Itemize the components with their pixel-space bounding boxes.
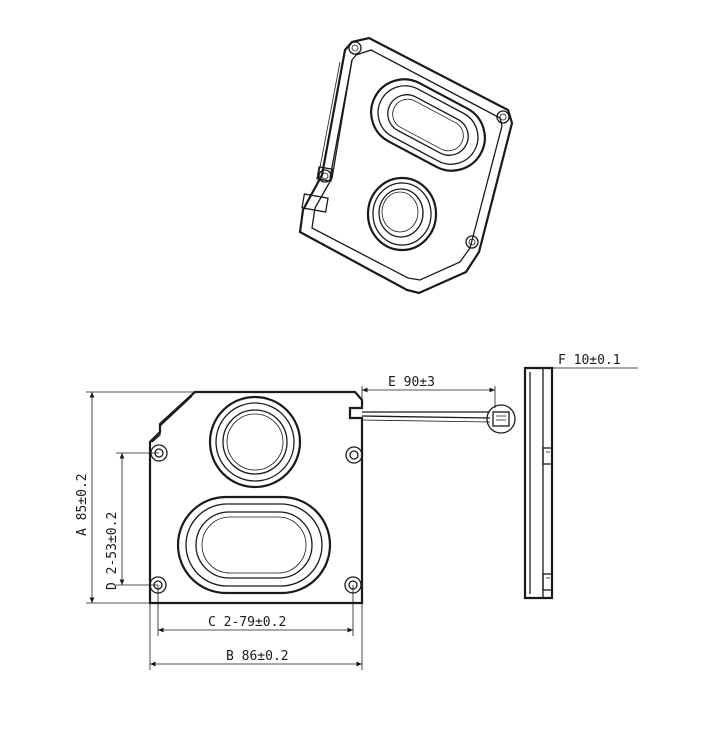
dimension-F-label: F 10±0.1 [558,353,621,368]
dimensions: A 85±0.2 D 2-53±0.2 C 2-79±0.2 B 86±0.2 … [75,353,638,670]
dimension-C-label: C 2-79±0.2 [208,615,286,630]
isometric-view [298,36,514,295]
dimension-D-label: D 2-53±0.2 [105,512,120,590]
dimension-E-label: E 90±3 [388,375,435,390]
dimension-B-label: B 86±0.2 [226,649,289,664]
front-view [148,390,516,605]
side-view [523,366,554,600]
dimension-A-label: A 85±0.2 [75,473,90,536]
